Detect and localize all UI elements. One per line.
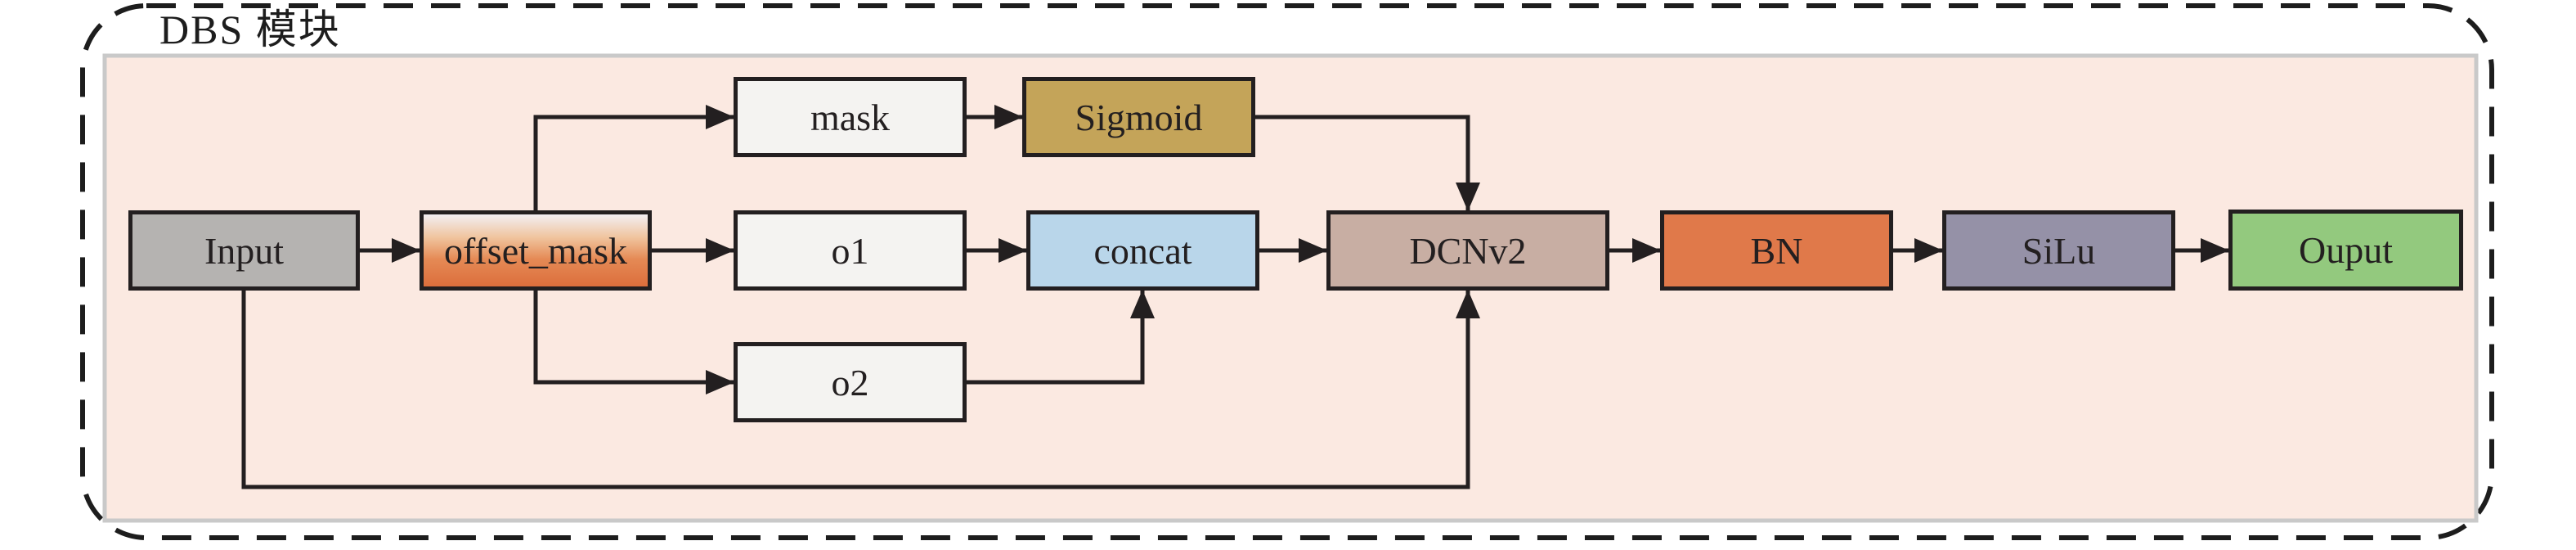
node-ouput-label: Ouput [2299, 229, 2393, 271]
node-concat: concat [1026, 210, 1259, 291]
edge-sigmoid-to-dcnv2 [1255, 115, 1480, 211]
node-mask: mask [734, 77, 967, 157]
module-dashed-border [80, 3, 2494, 540]
node-bn: BN [1660, 210, 1893, 291]
node-o2-label: o2 [831, 361, 869, 403]
node-dcnv2: DCNv2 [1326, 210, 1609, 291]
node-input: Input [128, 210, 360, 291]
node-ouput: Ouput [2228, 210, 2463, 291]
node-dcnv2-label: DCNv2 [1409, 229, 1527, 272]
node-bn-label: BN [1750, 229, 1803, 272]
edge-offset-mask-to-o2 [533, 291, 734, 394]
node-o2: o2 [734, 342, 967, 422]
node-offset-mask-label: offset_mask [443, 229, 627, 272]
node-silu: SiLu [1942, 210, 2175, 291]
edge-input-to-dcnv2-bottom [241, 290, 1480, 489]
node-silu-label: SiLu [2022, 229, 2096, 272]
node-o1: o1 [734, 210, 967, 291]
edge-offset-mask-to-mask [533, 105, 734, 210]
node-input-label: Input [204, 229, 285, 272]
edge-o2-to-concat [967, 290, 1155, 385]
node-mask-label: mask [810, 96, 891, 138]
edges-group [241, 105, 2229, 489]
node-offset-mask: offset_mask [420, 210, 652, 291]
node-sigmoid-label: Sigmoid [1075, 96, 1203, 138]
module-title: DBS 模块 [159, 7, 341, 52]
node-sigmoid: Sigmoid [1022, 77, 1255, 157]
node-concat-label: concat [1093, 229, 1192, 272]
node-o1-label: o1 [831, 229, 869, 272]
